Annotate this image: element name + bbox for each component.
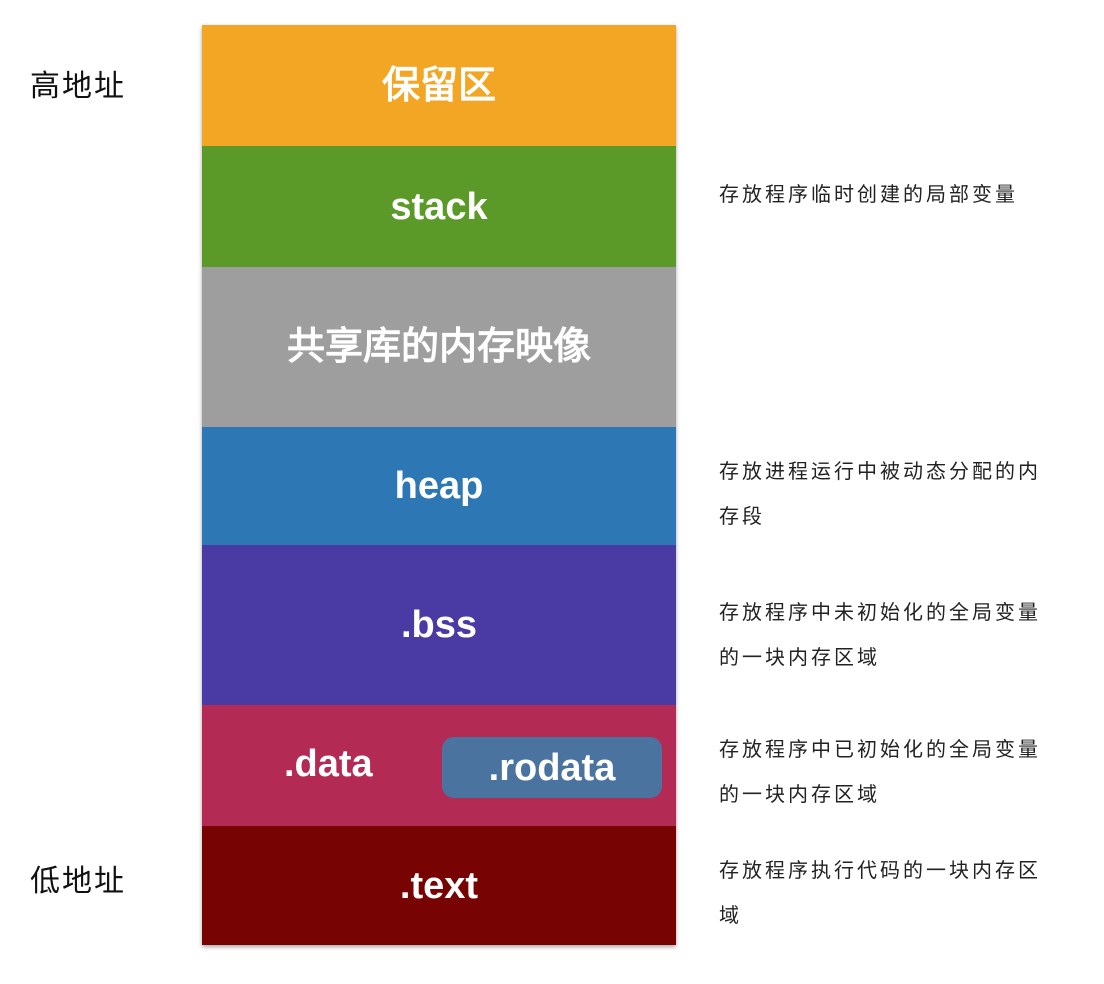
segment-data: .data .rodata	[202, 705, 676, 826]
segment-stack: stack	[202, 146, 676, 267]
segment-rodata: .rodata	[442, 737, 662, 798]
text-description: 存放程序执行代码的一块内存区域	[719, 858, 1041, 927]
segment-data-label: .data	[284, 743, 373, 785]
segment-shared-library-label: 共享库的内存映像	[286, 326, 591, 368]
high-address-label: 高地址	[30, 69, 126, 104]
segment-shared-library: 共享库的内存映像	[202, 267, 676, 427]
low-address-label: 低地址	[30, 864, 126, 899]
segment-text: .text	[202, 826, 676, 945]
segment-bss-label: .bss	[400, 604, 478, 646]
segment-stack-label: stack	[390, 185, 488, 228]
segment-bss: .bss	[202, 545, 676, 705]
segment-text-label: .text	[399, 864, 479, 907]
segment-reserved-label: 保留区	[381, 64, 496, 107]
segment-heap-label: heap	[394, 465, 484, 507]
data-description: 存放程序中已初始化的全局变量的一块内存区域	[719, 737, 1041, 806]
heap-description: 存放进程运行中被动态分配的内存段	[719, 459, 1041, 528]
segment-rodata-label: .rodata	[488, 746, 616, 789]
memory-layout-column: 保留区 stack 共享库的内存映像 heap .bss .data .roda…	[202, 25, 676, 945]
segment-heap: heap	[202, 427, 676, 545]
bss-description: 存放程序中未初始化的全局变量的一块内存区域	[719, 600, 1041, 669]
stack-description: 存放程序临时创建的局部变量	[719, 182, 1018, 206]
segment-reserved: 保留区	[202, 25, 676, 146]
